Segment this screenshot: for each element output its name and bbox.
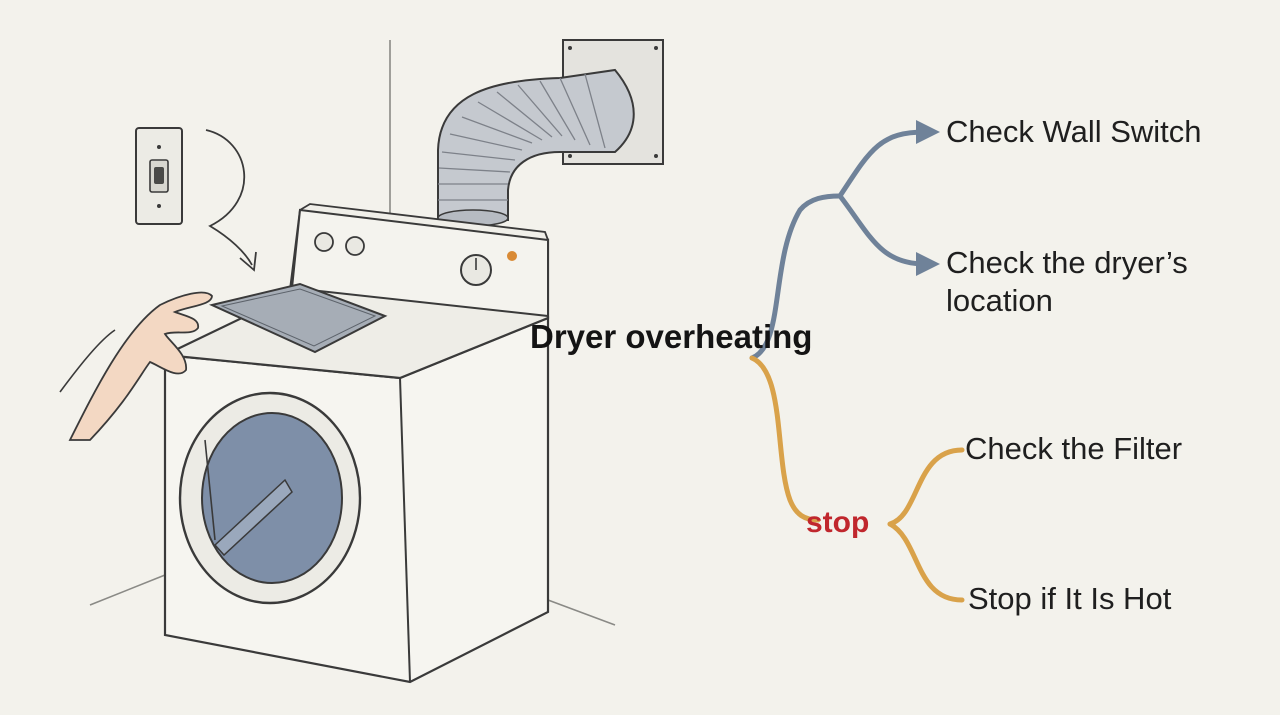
stop-node-label: stop — [806, 506, 870, 539]
stop-branch-lines — [749, 355, 965, 603]
vent-duct-icon — [437, 39, 664, 227]
branch-stop-if-hot: Stop if It Is Hot — [968, 581, 1172, 616]
branch-check-filter: Check the Filter — [965, 431, 1183, 466]
lint-filter-icon — [208, 282, 388, 354]
check-branch-lines — [749, 129, 928, 361]
hand-icon — [59, 291, 213, 441]
branch-check-dryer-location: Check the dryer’s location — [946, 245, 1188, 318]
room-lines — [89, 40, 616, 626]
light-switch-icon — [135, 127, 183, 225]
dryer-icon — [160, 203, 550, 684]
check-branch-arrowheads — [916, 120, 940, 276]
pointer-arrow — [205, 129, 257, 272]
branch-check-wall-switch: Check Wall Switch — [946, 114, 1202, 149]
root-node-label: Dryer overheating — [530, 318, 813, 355]
